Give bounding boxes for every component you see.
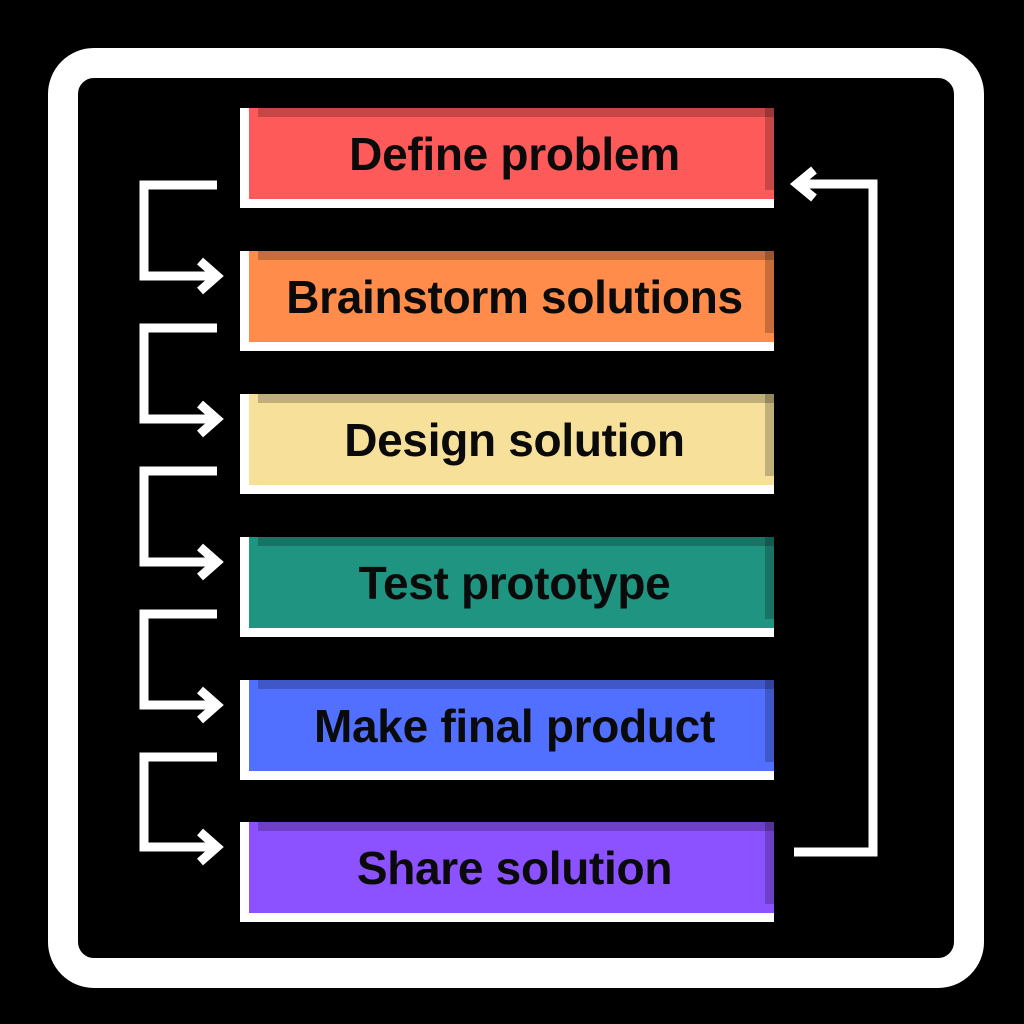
step-box: Make final product	[240, 680, 774, 780]
loop-back-connector	[794, 179, 878, 857]
step-brainstorm-solutions: Brainstorm solutions	[240, 251, 774, 351]
connector-line	[139, 609, 217, 710]
connector-line	[139, 466, 217, 567]
arrow-head-icon	[197, 400, 224, 438]
step-shade	[765, 108, 774, 190]
step-design-solution: Design solution	[240, 394, 774, 494]
step-box: Test prototype	[240, 537, 774, 637]
step-shade	[258, 680, 774, 689]
step-label: Test prototype	[358, 556, 671, 609]
arrow-head-icon	[789, 166, 817, 202]
step-label: Define problem	[349, 127, 680, 180]
step-shade	[258, 251, 774, 260]
connector-line	[139, 323, 217, 424]
arrow-head-icon	[197, 686, 224, 724]
step-box: Share solution	[240, 822, 774, 922]
step-box: Design solution	[240, 394, 774, 494]
step-shade	[765, 822, 774, 904]
step-label: Brainstorm solutions	[286, 270, 743, 323]
step-label: Share solution	[356, 841, 673, 894]
step-define-problem: Define problem	[240, 108, 774, 208]
step-box: Define problem	[240, 108, 774, 208]
connector-line	[139, 180, 217, 281]
step-shade	[258, 537, 774, 546]
arrow-head-icon	[197, 257, 224, 295]
connector-line	[139, 752, 217, 852]
step-shade	[765, 251, 774, 333]
step-label: Design solution	[344, 413, 685, 466]
step-shade	[765, 394, 774, 476]
step-box: Brainstorm solutions	[240, 251, 774, 351]
arrow-head-icon	[197, 543, 224, 581]
step-test-prototype: Test prototype	[240, 537, 774, 637]
step-label: Make final product	[314, 699, 715, 752]
step-shade	[258, 108, 774, 117]
arrow-head-icon	[197, 828, 224, 866]
step-shade	[258, 394, 774, 403]
step-shade	[765, 537, 774, 619]
step-make-final-product: Make final product	[240, 680, 774, 780]
step-share-solution: Share solution	[240, 822, 774, 922]
step-shade	[765, 680, 774, 762]
step-shade	[258, 822, 774, 831]
